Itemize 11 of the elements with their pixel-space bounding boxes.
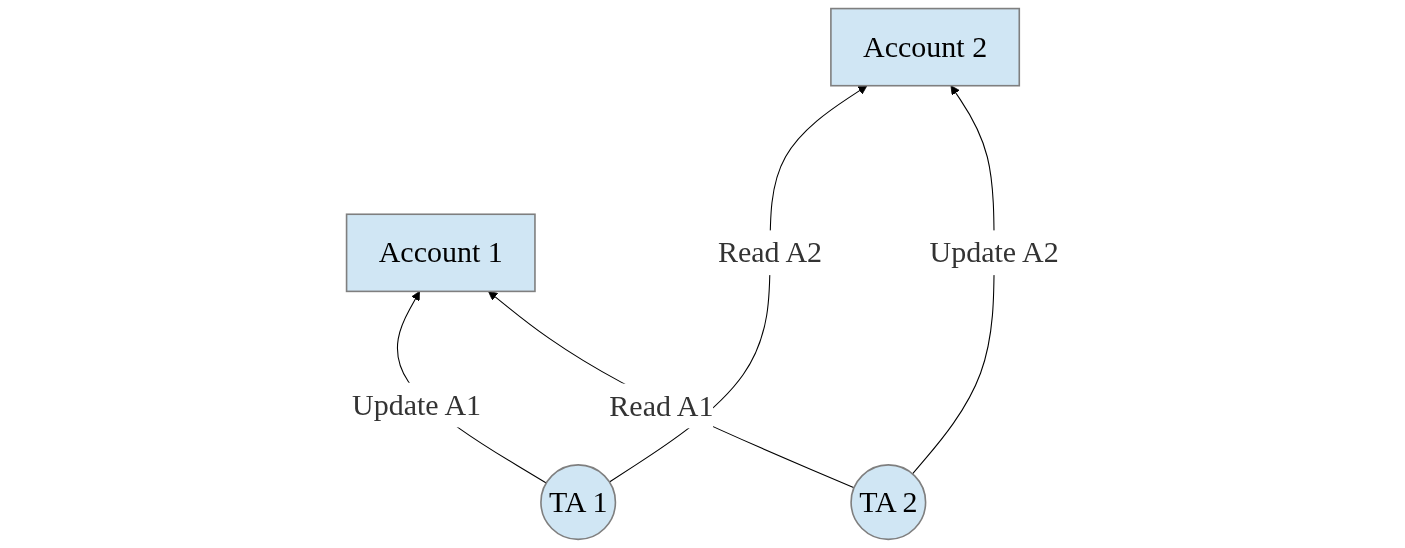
node-box: Account 2 (829, 7, 1020, 87)
arrow (608, 85, 868, 483)
arrow (911, 85, 995, 475)
edge-label: Update A2 (929, 235, 1059, 269)
edge-label: Update A1 (351, 387, 481, 422)
edge-label: Read A1 (609, 388, 714, 423)
arrow (487, 290, 855, 489)
node-circle: TA 1 (540, 464, 617, 541)
node-circle: TA 2 (850, 464, 927, 541)
edge-label: Read A2 (717, 235, 822, 269)
node-box: Account 1 (345, 213, 536, 293)
